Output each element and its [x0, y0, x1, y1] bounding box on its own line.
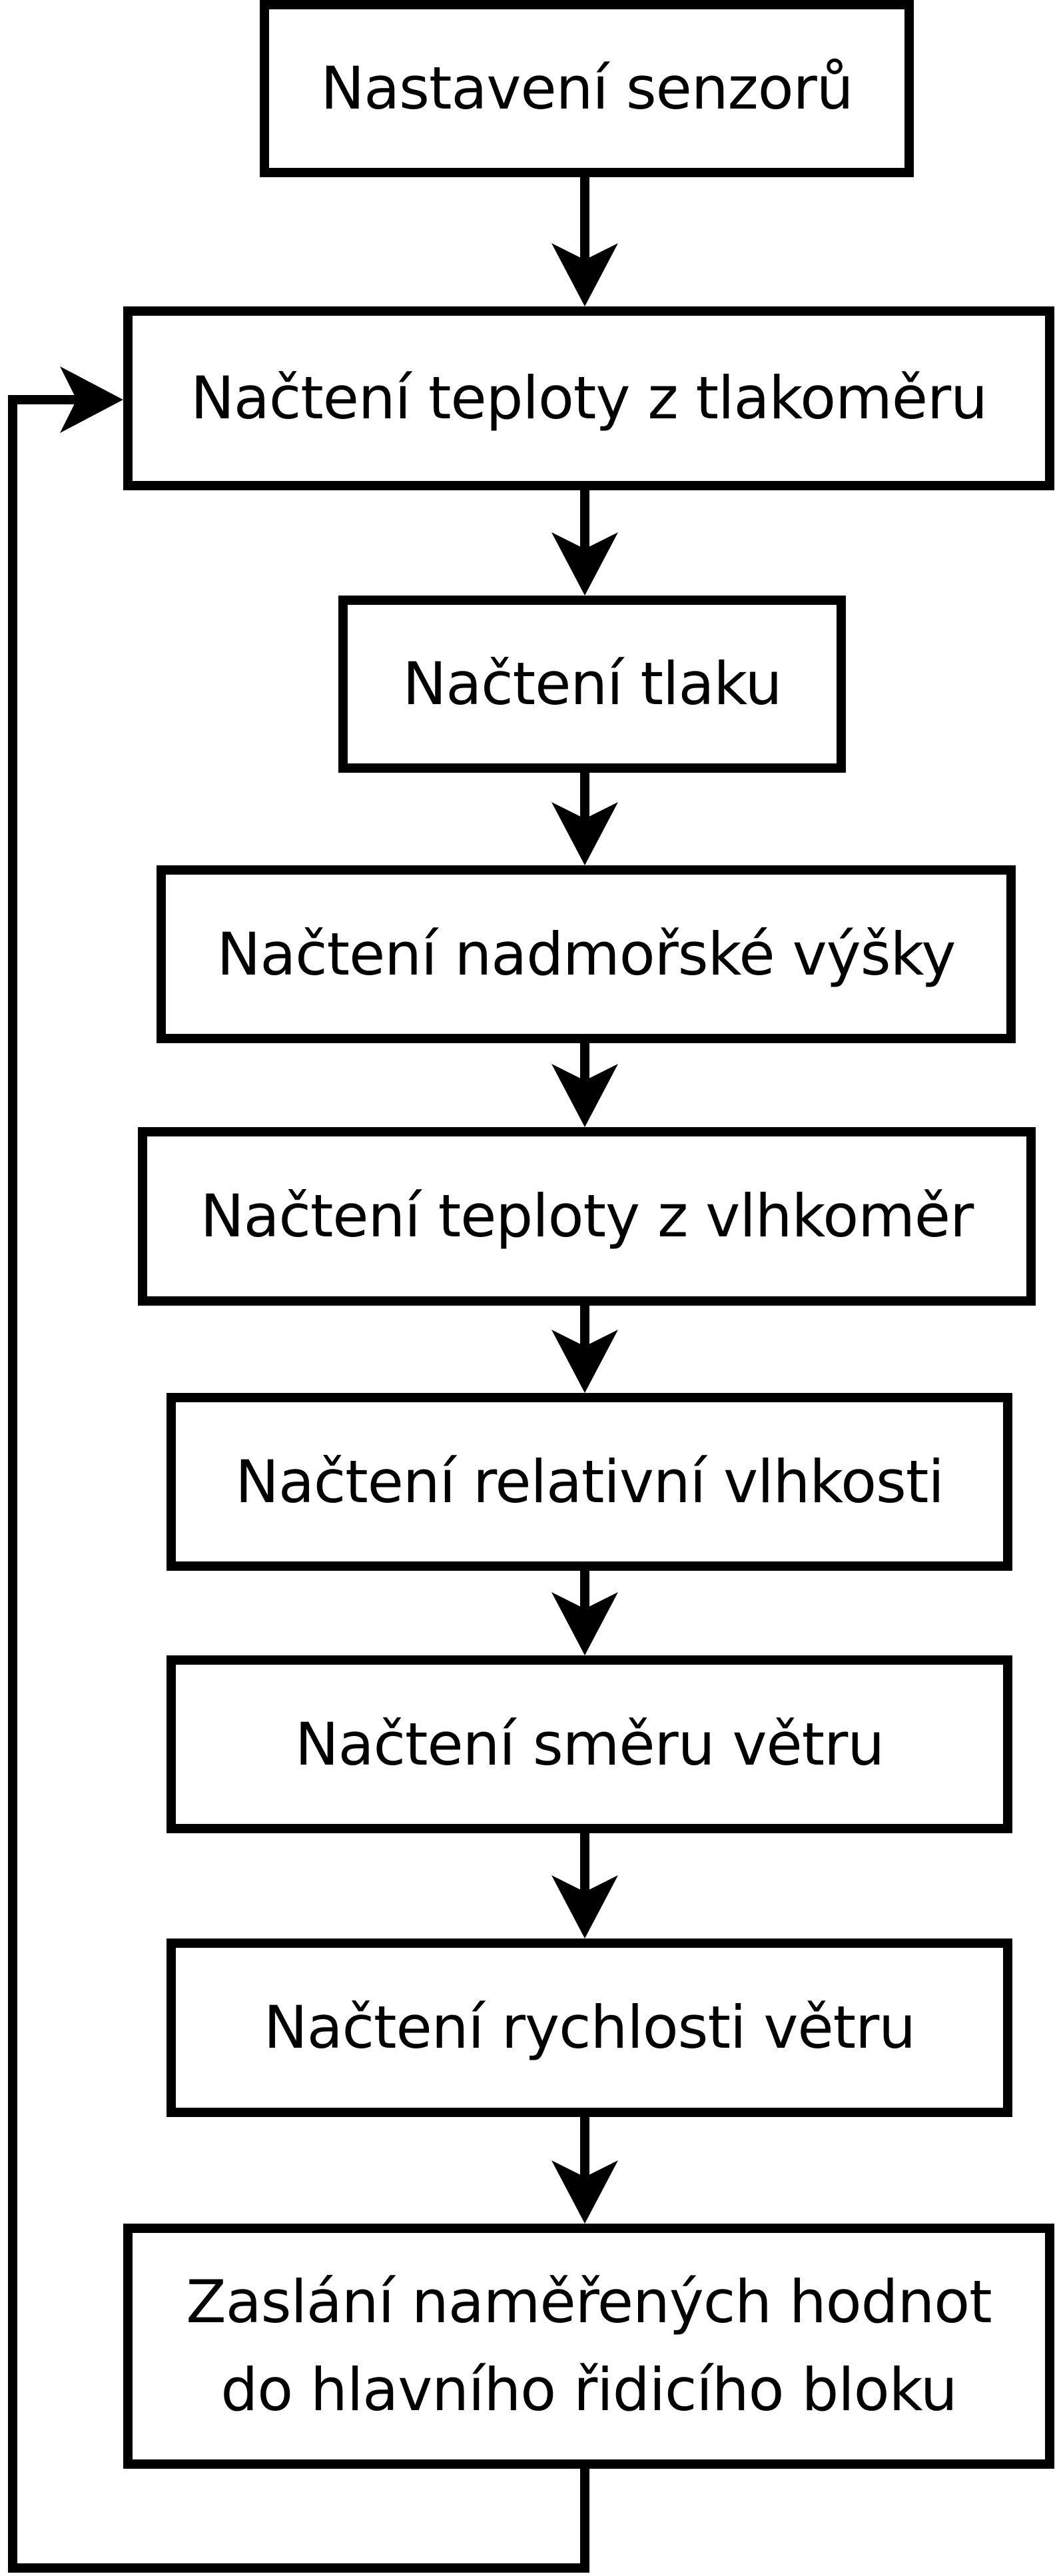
- connector-line: [580, 177, 589, 260]
- step-read-wind-speed: Načtení rychlosti větru: [167, 1938, 1012, 2117]
- loop-connector-stub-line: [8, 395, 77, 404]
- arrow-down-icon: [551, 802, 618, 865]
- arrow-down-icon: [551, 1592, 618, 1655]
- step-read-wind-direction: Načtení směru větru: [167, 1655, 1012, 1833]
- step-read-temperature-from-hygrometer-label: Načtení teploty z vlhkoměr: [200, 1182, 974, 1250]
- connector-line: [580, 773, 589, 819]
- connector-line: [580, 1306, 589, 1346]
- step-read-relative-humidity-label: Načtení relativní vlhkosti: [235, 1447, 944, 1516]
- step-read-altitude: Načtení nadmořské výšky: [157, 865, 1016, 1043]
- connector-line: [580, 1043, 589, 1080]
- arrow-right-icon: [60, 366, 123, 433]
- connector-line: [580, 490, 589, 549]
- loop-connector-left-line: [8, 395, 17, 2573]
- loop-connector-bottom-line: [8, 2563, 589, 2573]
- step-setup-sensors: Nastavení senzorů: [260, 0, 914, 177]
- step-read-temperature-from-barometer: Načtení teploty z tlakoměru: [123, 306, 1054, 490]
- step-read-wind-direction-label: Načtení směru větru: [294, 1709, 884, 1779]
- connector-line: [580, 2117, 589, 2177]
- arrow-down-icon: [551, 532, 618, 596]
- step-read-pressure: Načtení tlaku: [338, 596, 846, 773]
- arrow-down-icon: [551, 1875, 618, 1938]
- step-read-wind-speed-label: Načtení rychlosti větru: [263, 1993, 916, 2062]
- arrow-down-icon: [551, 1330, 618, 1393]
- arrow-down-icon: [551, 243, 618, 306]
- step-read-temperature-from-hygrometer: Načtení teploty z vlhkoměr: [138, 1127, 1036, 1306]
- step-read-altitude-label: Načtení nadmořské výšky: [216, 919, 956, 989]
- arrow-down-icon: [551, 2160, 618, 2224]
- step-read-pressure-label: Načtení tlaku: [402, 649, 783, 718]
- step-setup-sensors-label: Nastavení senzorů: [320, 54, 853, 123]
- step-send-measured-values: Zaslání naměřených hodnot do hlavního ři…: [123, 2224, 1054, 2469]
- connector-line: [580, 1571, 589, 1609]
- step-send-measured-values-label: Zaslání naměřených hodnot do hlavního ři…: [186, 2268, 992, 2424]
- arrow-down-icon: [551, 1064, 618, 1127]
- loop-connector-down-line: [580, 2469, 589, 2573]
- step-read-relative-humidity: Načtení relativní vlhkosti: [167, 1393, 1012, 1571]
- connector-line: [580, 1833, 589, 1892]
- step-read-temperature-from-barometer-label: Načtení teploty z tlakoměru: [190, 364, 988, 432]
